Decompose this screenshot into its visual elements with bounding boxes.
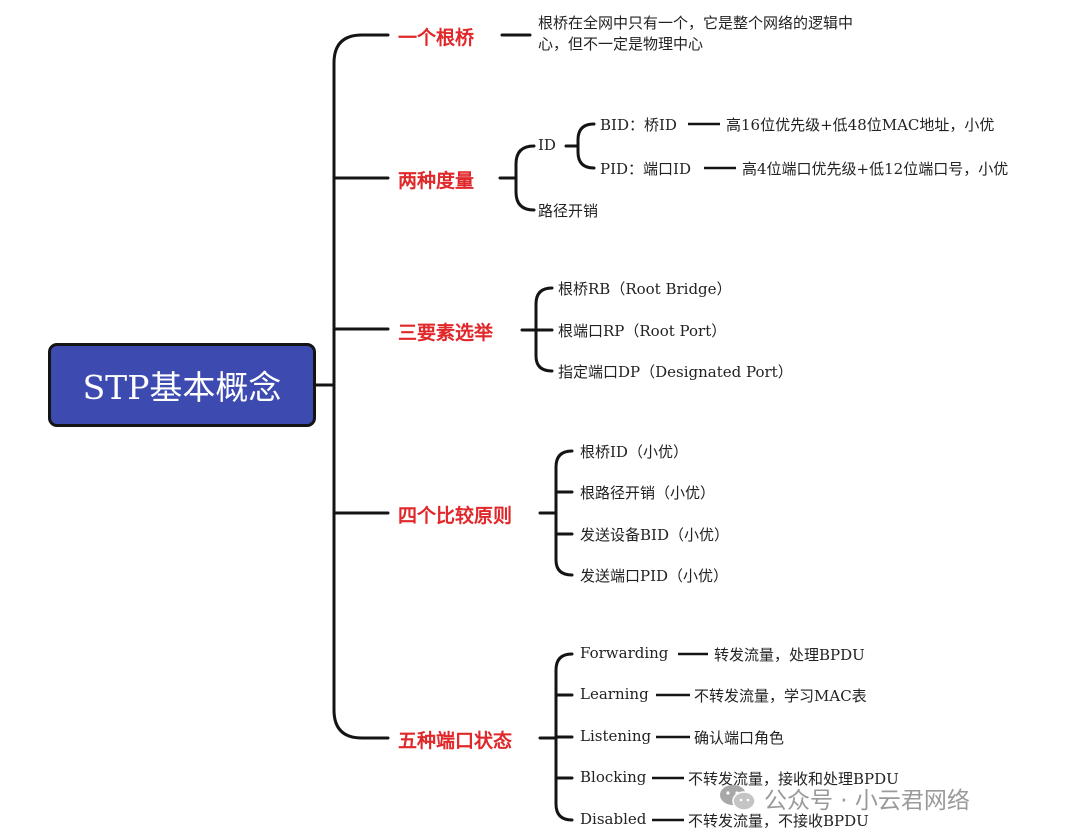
leaf-note: 转发流量，处理BPDU	[714, 646, 865, 664]
leaf-note: 不转发流量，学习MAC表	[694, 687, 867, 705]
branch-label: 两种度量	[398, 170, 475, 192]
leaf-label: Learning	[580, 685, 649, 703]
watermark: 公众号 · 小云君网络	[718, 781, 970, 815]
branch-label: 一个根桥	[398, 27, 475, 49]
wechat-icon	[720, 785, 756, 811]
leaf-label: 发送端口PID（小优）	[580, 567, 729, 585]
leaf-note: 不转发流量，接收和处理BPDU	[688, 770, 899, 788]
branch-description-line: 根桥在全网中只有一个，它是整个网络的逻辑中	[538, 14, 854, 32]
leaf-note: 高4位端口优先级+低12位端口号，小优	[742, 160, 1009, 178]
watermark-text: 公众号 · 小云君网络	[764, 788, 970, 814]
root-node: STP基本概念	[48, 343, 316, 427]
leaf-label: Blocking	[580, 768, 647, 786]
leaf-label: 根路径开销（小优）	[580, 484, 716, 502]
branch-label: 三要素选举	[398, 322, 494, 344]
leaf-note: 不转发流量，不接收BPDU	[688, 812, 869, 830]
branch-description-line: 心，但不一定是物理中心	[538, 35, 704, 53]
leaf-note: 确认端口角色	[694, 729, 785, 747]
leaf-label: 指定端口DP（Designated Port）	[558, 363, 793, 381]
leaf-label: PID：端口ID	[600, 160, 691, 178]
leaf-label: 发送设备BID（小优）	[580, 526, 729, 544]
leaf-label: Listening	[580, 727, 652, 745]
branch-label: 四个比较原则	[398, 505, 513, 527]
leaf-label: 根桥ID（小优）	[580, 443, 688, 461]
leaf-label: BID：桥ID	[600, 116, 677, 134]
leaf-label: Disabled	[580, 810, 647, 828]
leaf-label: 路径开销	[538, 202, 599, 220]
leaf-note: 高16位优先级+低48位MAC地址，小优	[726, 116, 995, 134]
root-label: STP基本概念	[82, 368, 282, 407]
leaf-label: 根端口RP（Root Port）	[558, 322, 727, 340]
branch-label: 五种端口状态	[398, 730, 513, 752]
leaf-label: ID	[538, 136, 556, 154]
leaf-label: 根桥RB（Root Bridge）	[558, 280, 732, 298]
leaf-label: Forwarding	[580, 644, 669, 662]
